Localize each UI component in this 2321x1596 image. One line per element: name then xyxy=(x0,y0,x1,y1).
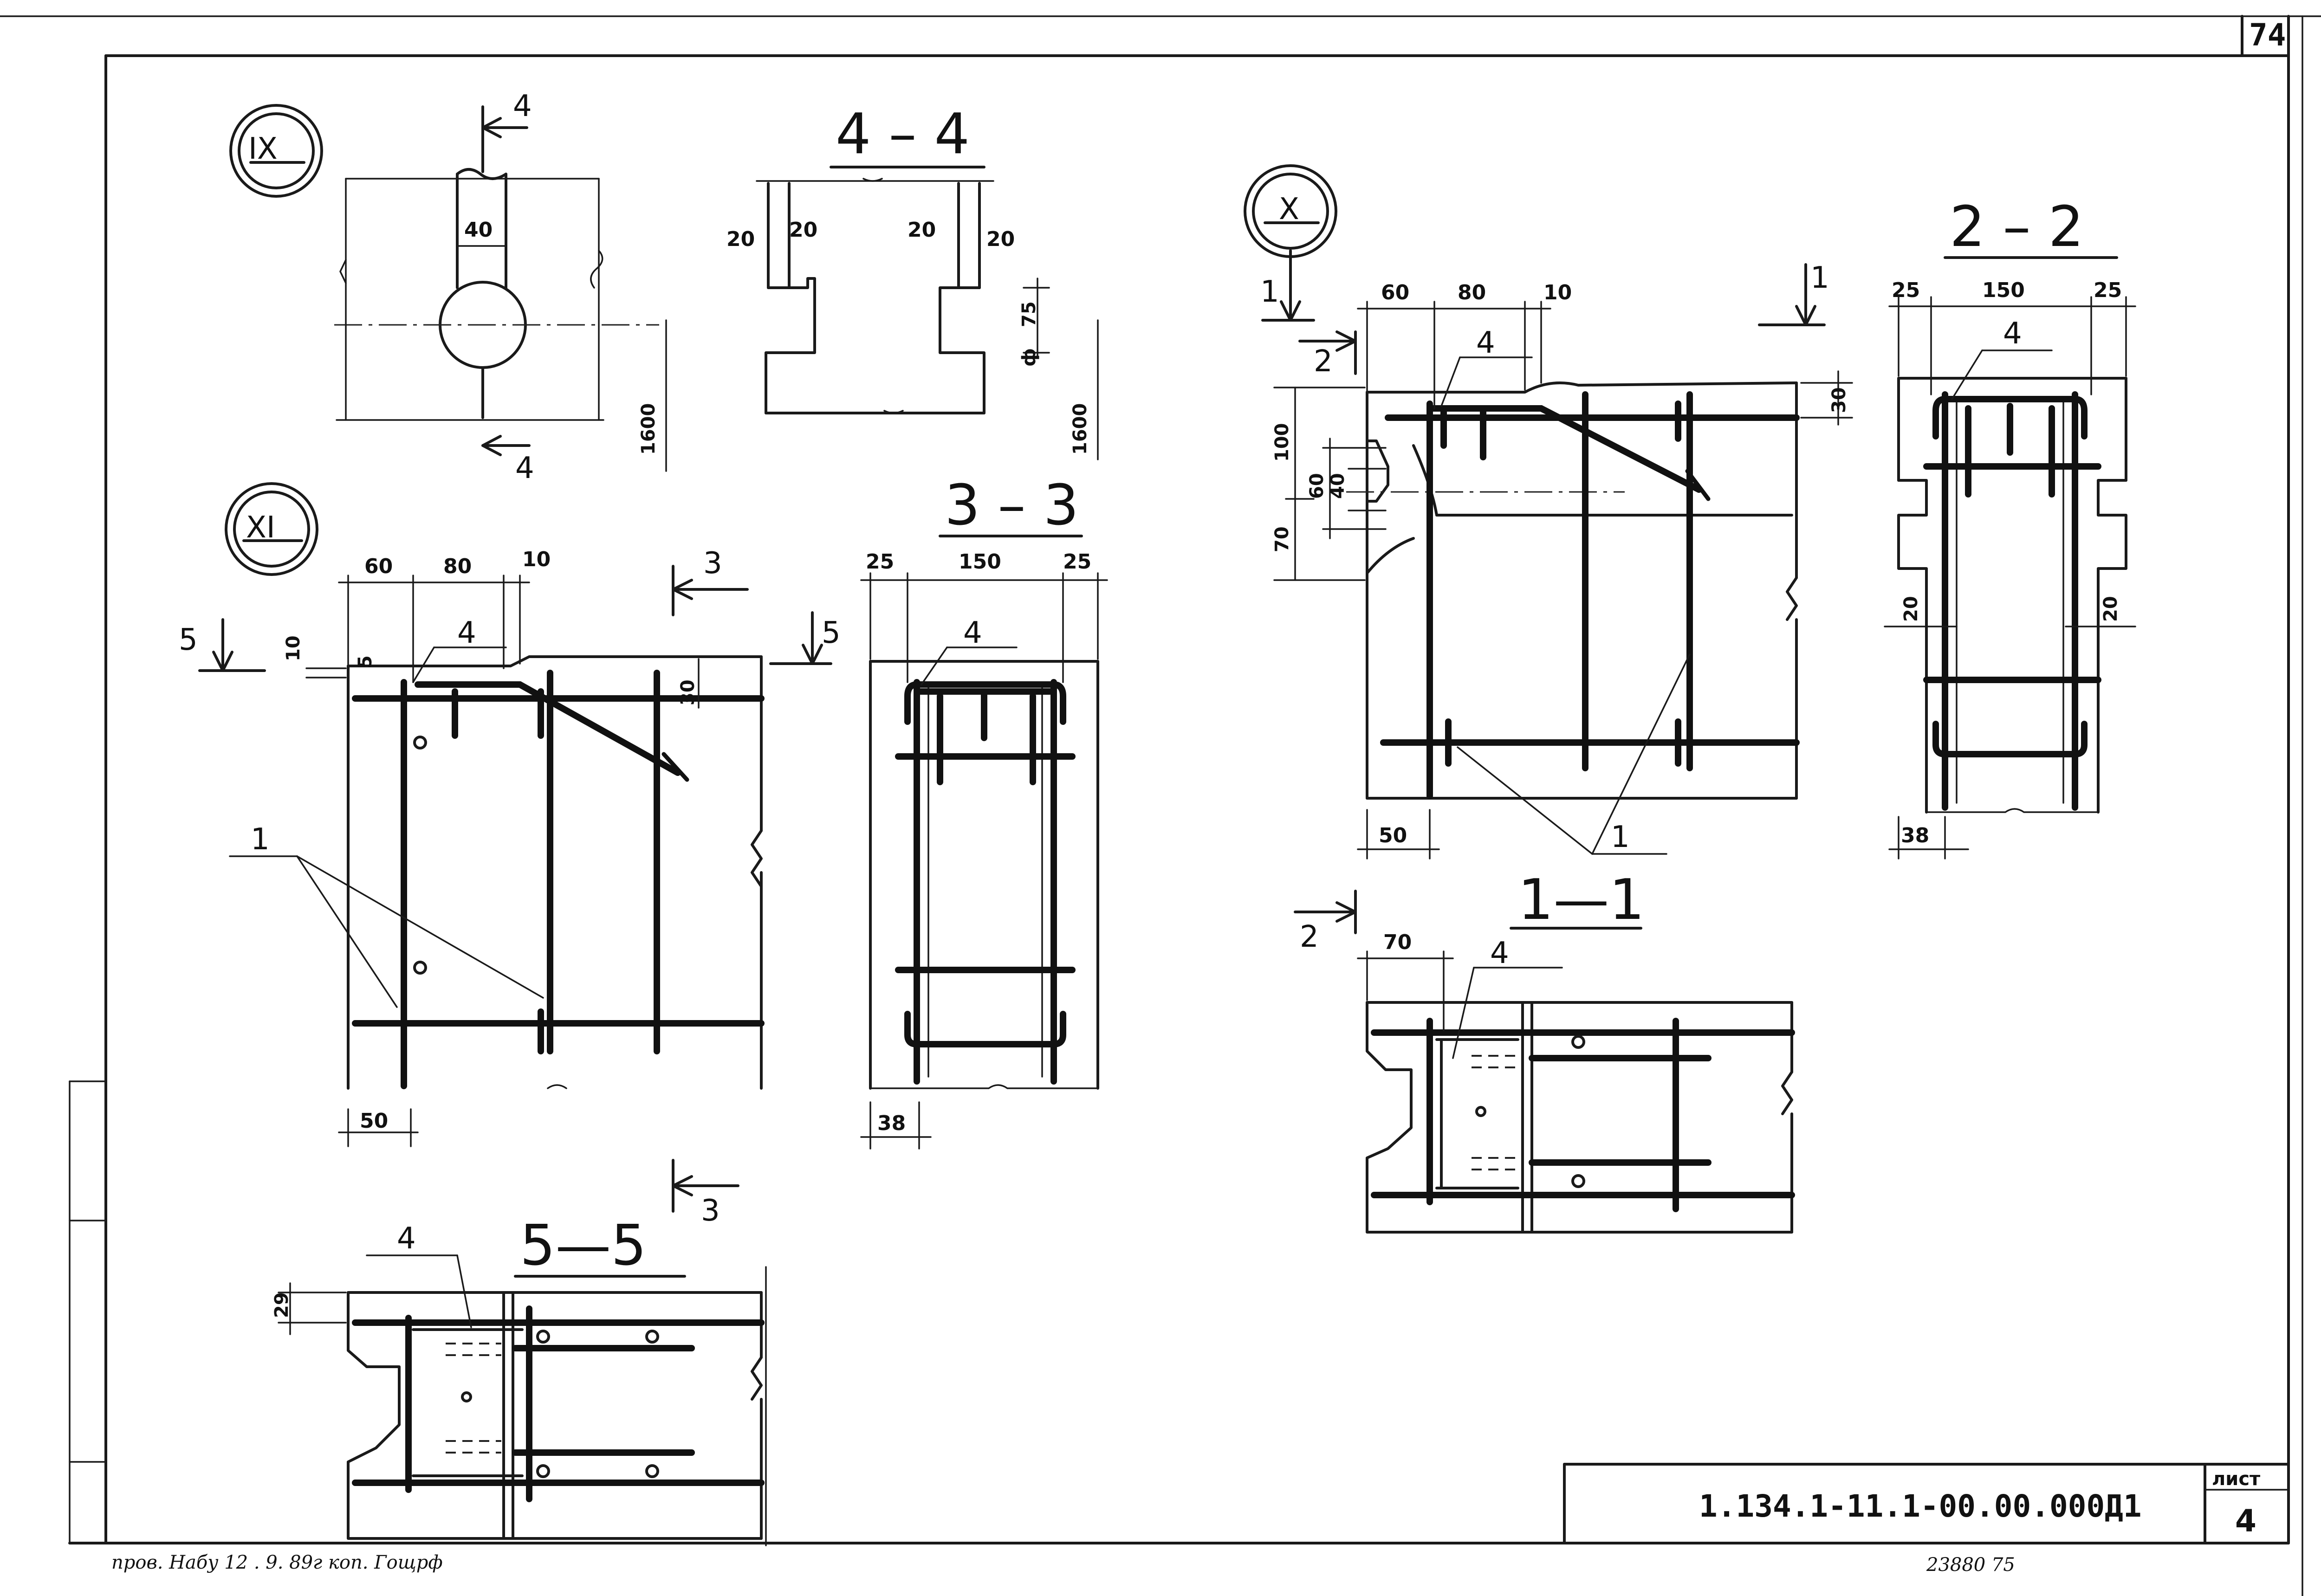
section-1-1-drawing xyxy=(1357,950,1795,1234)
callout-ix-label: IX xyxy=(248,132,278,166)
dim-10-xi-vert: 10 xyxy=(283,635,304,661)
leader-pos4-33: 4 xyxy=(963,616,982,650)
dim-150-33: 150 xyxy=(959,550,1001,574)
list-number: 4 xyxy=(2235,1503,2256,1539)
dim-50-xi: 50 xyxy=(360,1109,388,1133)
dim-38-33: 38 xyxy=(877,1111,906,1135)
dim-100-x: 100 xyxy=(1271,423,1293,462)
dim-38-22: 38 xyxy=(1901,824,1929,847)
section-5-5-title: 5—5 xyxy=(520,1214,647,1278)
cut-3-marks xyxy=(672,565,749,1213)
drawing-designation: 1.134.1-11.1-00.00.000Д1 xyxy=(1699,1488,2142,1524)
dim-1600-b: 1600 xyxy=(1070,403,1091,455)
cut-4-marks xyxy=(481,105,531,456)
dim-70-11: 70 xyxy=(1383,930,1412,954)
section-5-5-drawing xyxy=(278,1266,767,1546)
dim-50-x: 50 xyxy=(1379,824,1407,847)
cut-4-top: 4 xyxy=(513,89,532,123)
dim-10-x: 10 xyxy=(1543,281,1572,304)
detail-x-drawing xyxy=(1273,301,1853,859)
dim-60-x-vert: 60 xyxy=(1306,473,1328,499)
dim-75: 75 xyxy=(1018,301,1040,327)
dim-40-x-vert: 40 xyxy=(1327,473,1349,499)
dim-10-xi: 10 xyxy=(522,548,551,571)
dim-80-xi: 80 xyxy=(443,555,472,578)
cut-5-right: 5 xyxy=(822,616,841,650)
callout-xi-label: XI xyxy=(246,510,275,545)
dim-1600-a: 1600 xyxy=(638,403,659,455)
dim-30-x: 30 xyxy=(1828,387,1850,413)
cut-1-marks xyxy=(1261,249,1826,326)
dim-30-xi: 30 xyxy=(677,679,699,705)
cut-2-bottom: 2 xyxy=(1300,920,1319,954)
dim-70-x-vert: 70 xyxy=(1271,526,1293,552)
section-4-4-drawing xyxy=(756,178,1099,460)
leader-pos4-xi: 4 xyxy=(457,616,476,650)
cut-4-bottom: 4 xyxy=(515,451,534,485)
section-4-4-title: 4 – 4 xyxy=(836,102,970,167)
inventory-number: 23880 75 xyxy=(1926,1554,2015,1576)
dim-phi: ф xyxy=(1018,348,1040,367)
cut-1-left: 1 xyxy=(1260,275,1279,309)
cut-2-top: 2 xyxy=(1314,344,1333,379)
cut-3-bottom: 3 xyxy=(701,1194,720,1228)
dim-25-22b: 25 xyxy=(2094,278,2122,302)
leader-pos4-22: 4 xyxy=(2003,317,2022,351)
cut-3-top: 3 xyxy=(703,546,722,581)
dim-20-22a: 20 xyxy=(1900,596,1922,622)
cut-2-marks xyxy=(1294,330,1357,934)
dim-20-d: 20 xyxy=(986,227,1015,251)
dim-40: 40 xyxy=(464,218,493,242)
callout-x-label: X xyxy=(1279,192,1299,226)
leader-pos1-x-lines xyxy=(1457,653,1691,855)
leader-pos4-11: 4 xyxy=(1490,936,1509,970)
cut-5-left: 5 xyxy=(179,623,198,657)
dim-150-22: 150 xyxy=(1982,278,2025,302)
leader-pos1-x: 1 xyxy=(1611,820,1630,854)
dim-60-x: 60 xyxy=(1381,281,1409,304)
cut-5-marks xyxy=(198,611,832,672)
dim-20-22b: 20 xyxy=(2100,596,2121,622)
leader-pos1-xi-lines xyxy=(229,855,544,1008)
dim-80-x: 80 xyxy=(1458,281,1486,304)
detail-ix-drawing xyxy=(334,168,667,472)
leader-pos4-55: 4 xyxy=(397,1221,416,1256)
dim-60-xi: 60 xyxy=(364,555,393,578)
dim-20-c: 20 xyxy=(908,218,936,242)
callout-xi xyxy=(225,482,318,576)
leader-pos4-x: 4 xyxy=(1476,326,1495,360)
sheet-frame xyxy=(0,15,2321,1596)
cut-1-right: 1 xyxy=(1810,261,1829,295)
dim-20-b: 20 xyxy=(789,218,817,242)
dim-5-xi: 5 xyxy=(355,655,376,668)
dim-20-a: 20 xyxy=(726,227,755,251)
approval-note: пров. Набу 12 . 9. 89г коп. Гощрф xyxy=(111,1552,443,1573)
leader-pos1-xi: 1 xyxy=(251,822,270,857)
section-2-2-title: 2 – 2 xyxy=(1950,195,2084,259)
section-2-2-drawing xyxy=(1884,296,2136,859)
dim-25-22a: 25 xyxy=(1892,278,1920,302)
callout-ix xyxy=(229,104,323,198)
page-number: 74 xyxy=(2249,17,2286,53)
dim-25-33b: 25 xyxy=(1063,550,1091,574)
list-label: лист xyxy=(2212,1468,2261,1490)
dim-25-33a: 25 xyxy=(866,550,894,574)
dim-29-55: 29 xyxy=(271,1292,292,1318)
section-3-3-drawing xyxy=(860,572,1108,1150)
section-3-3-title: 3 – 3 xyxy=(945,473,1079,538)
detail-xi-drawing xyxy=(305,575,765,1147)
section-1-1-title: 1—1 xyxy=(1518,868,1645,932)
